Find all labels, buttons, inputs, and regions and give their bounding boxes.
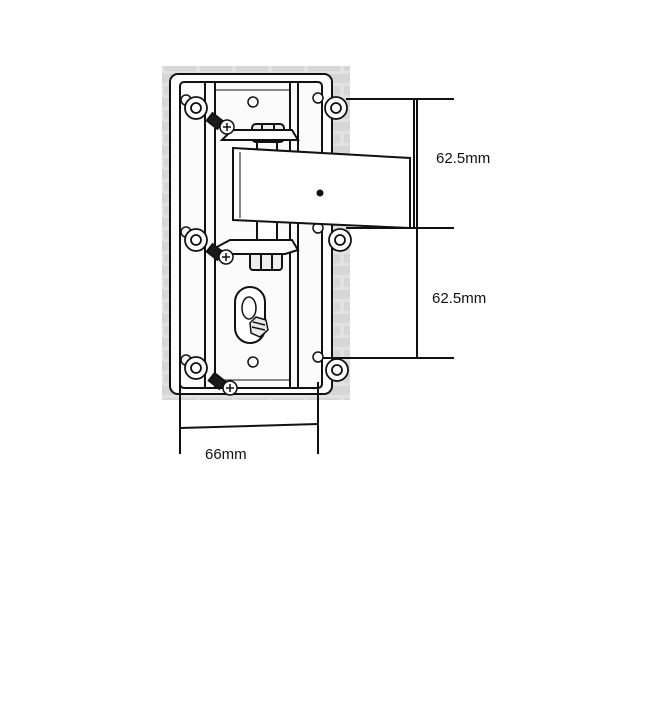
- horizontal-dimension-label: 66mm: [205, 446, 247, 463]
- upper-bracket: [219, 129, 300, 141]
- lower-vertical-dimension-label: 62.5mm: [432, 290, 486, 307]
- washer-icon: [184, 96, 352, 382]
- screw-icon: [205, 111, 238, 396]
- plate-holes: [180, 92, 324, 368]
- dimension-lines: [179, 98, 454, 454]
- bolt-icon: [249, 316, 269, 338]
- arm-icon: [232, 146, 411, 230]
- upper-vertical-dimension-label: 62.5mm: [436, 150, 490, 167]
